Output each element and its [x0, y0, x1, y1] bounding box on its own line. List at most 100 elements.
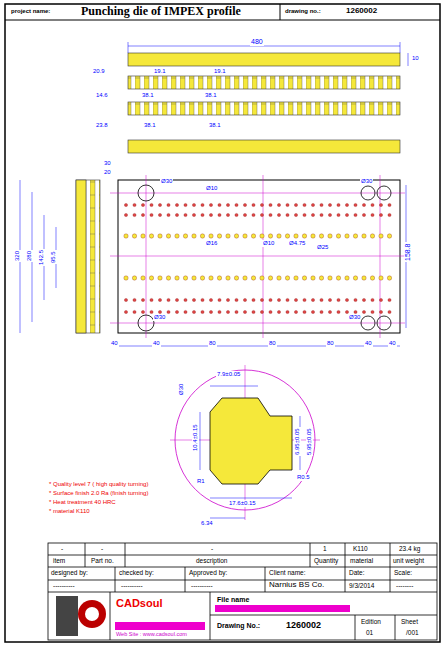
dimension-label: CADsoul	[115, 597, 163, 609]
punch-hole	[226, 203, 229, 206]
punch-hole	[192, 213, 195, 216]
punch-hole	[379, 276, 383, 280]
punch-hole	[320, 213, 323, 216]
punch-hole	[269, 213, 272, 216]
punch-hole	[192, 276, 196, 280]
punch-hole	[226, 276, 230, 280]
punch-hole	[328, 310, 331, 313]
punch-hole	[371, 203, 374, 206]
dimension-label: --------	[395, 582, 414, 589]
punch-hole	[362, 213, 365, 216]
punch-hole	[141, 276, 145, 280]
punch-hole	[192, 310, 195, 313]
punch-hole	[337, 310, 340, 313]
dimension-label: Ø30	[360, 178, 373, 185]
dimension-label: * Surface finish 2.0 Ra (finish turning)	[48, 490, 149, 497]
dimension-label: 158.8	[404, 242, 412, 262]
dimension-label: 23.4 kg	[398, 545, 421, 552]
dimension-label: 6.95±0.05	[294, 427, 301, 456]
punch-hole	[370, 276, 374, 280]
punch-hole	[243, 298, 246, 301]
punch-hole	[124, 298, 127, 301]
punch-hole	[243, 213, 246, 216]
punch-hole	[294, 298, 297, 301]
punch-hole	[320, 310, 323, 313]
punch-hole	[303, 298, 306, 301]
punch-hole	[175, 234, 179, 238]
dimension-label: -	[100, 545, 104, 552]
punch-hole	[167, 310, 170, 313]
punch-hole	[251, 234, 255, 238]
punch-hole	[328, 203, 331, 206]
punch-hole	[141, 234, 145, 238]
punch-hole	[362, 310, 365, 313]
punch-hole	[345, 213, 348, 216]
dimension-lines	[20, 42, 408, 346]
detail-circle	[175, 370, 315, 510]
punch-hole	[124, 310, 127, 313]
punch-hole	[209, 310, 212, 313]
punch-hole	[124, 203, 127, 206]
punch-hole	[235, 213, 238, 216]
punch-hole	[277, 213, 280, 216]
dimension-label: 9/3/2014	[348, 582, 375, 589]
punch-hole	[226, 298, 229, 301]
dimension-label: 1	[322, 545, 328, 552]
header-rule	[5, 20, 440, 21]
dimension-label: Approved by:	[188, 569, 228, 576]
punch-hole	[166, 276, 170, 280]
punch-hole	[319, 276, 323, 280]
punch-hole	[294, 234, 298, 238]
dimension-label: 80	[208, 340, 217, 347]
punch-hole	[328, 276, 332, 280]
punch-hole	[201, 298, 204, 301]
punch-hole	[235, 298, 238, 301]
title-block	[48, 543, 437, 640]
punch-hole	[345, 298, 348, 301]
punch-hole	[167, 213, 170, 216]
punch-hole	[277, 203, 280, 206]
punch-hole	[311, 213, 314, 216]
side-view	[76, 180, 100, 333]
punch-hole	[353, 276, 357, 280]
punch-hole	[158, 213, 161, 216]
punch-hole	[268, 276, 272, 280]
punch-hole	[133, 310, 136, 313]
punch-hole	[286, 213, 289, 216]
punch-hole	[150, 203, 153, 206]
dimension-label: Ø30	[348, 314, 361, 321]
punch-hole	[167, 298, 170, 301]
punch-hole	[311, 276, 315, 280]
punch-hole	[192, 234, 196, 238]
punch-hole	[234, 276, 238, 280]
punch-hole	[133, 298, 136, 301]
dimension-label: item	[52, 557, 66, 564]
guide-holes	[138, 185, 391, 331]
punch-hole	[362, 203, 365, 206]
punch-hole	[345, 234, 349, 238]
dimension-label: 80	[268, 340, 277, 347]
dimension-label: 320	[14, 250, 21, 262]
dimension-label: 38.1	[208, 122, 222, 129]
punch-hole	[302, 234, 306, 238]
punch-hole	[218, 213, 221, 216]
drawing-title: Punching die of IMPEX profile	[80, 5, 242, 18]
punch-hole	[234, 234, 238, 238]
punch-hole	[362, 276, 366, 280]
punch-hole	[286, 298, 289, 301]
punch-hole	[192, 298, 195, 301]
punch-hole	[175, 203, 178, 206]
dimension-label: project name:	[10, 8, 51, 15]
punch-hole	[175, 298, 178, 301]
punch-hole	[141, 310, 144, 313]
dimension-label: 30	[103, 160, 112, 167]
punch-hole	[311, 203, 314, 206]
punch-hole	[158, 298, 161, 301]
plan-view-plate	[118, 180, 400, 333]
dimension-label: ----------	[120, 582, 144, 589]
punch-hole	[167, 203, 170, 206]
punch-hole	[388, 213, 391, 216]
punch-hole	[252, 213, 255, 216]
punch-hole	[149, 234, 153, 238]
